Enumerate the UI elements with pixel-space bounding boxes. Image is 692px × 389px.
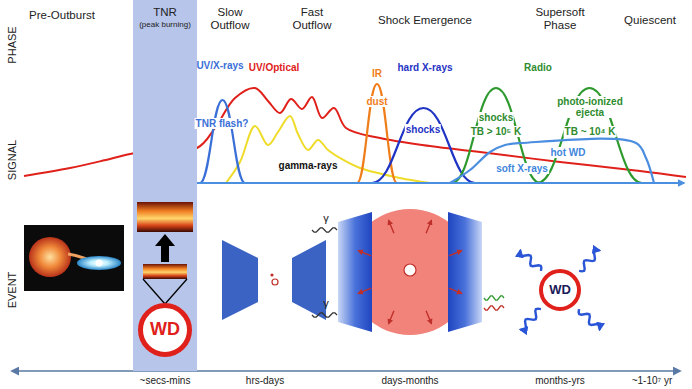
expansion-arrow bbox=[449, 288, 462, 293]
gamma-symbol: γ bbox=[323, 297, 329, 309]
expansion-arrow bbox=[449, 251, 462, 256]
timescale-label: hrs-days bbox=[246, 375, 284, 386]
xray-emission-arrow bbox=[520, 309, 541, 330]
xray-emission-arrow bbox=[579, 250, 600, 271]
expansion-arrow bbox=[389, 311, 394, 324]
phase-label: Shock Emergence bbox=[378, 14, 472, 27]
central-binary bbox=[270, 273, 273, 276]
circle-outline bbox=[141, 306, 190, 355]
expansion-arrow bbox=[426, 220, 431, 233]
central-binary bbox=[272, 279, 278, 285]
zoom-arrow bbox=[155, 234, 175, 262]
signal-label: soft X-rays bbox=[495, 163, 549, 174]
central-binary bbox=[404, 264, 416, 276]
timescale-label: ~secs-mins bbox=[140, 375, 191, 386]
signal-label: Radio bbox=[524, 62, 552, 73]
signal-label: gamma-rays bbox=[278, 160, 339, 171]
circle-outline bbox=[541, 271, 579, 309]
optical-photon bbox=[484, 306, 504, 310]
white-dwarf-circle: WD bbox=[538, 268, 582, 312]
phase-label: Quiescent bbox=[624, 14, 676, 27]
signal-label: TB > 10⁵ K bbox=[470, 126, 523, 137]
phase-label: TNR bbox=[133, 6, 197, 19]
signal-baseline bbox=[197, 182, 684, 184]
soft-xray-curve bbox=[450, 139, 654, 183]
expansion-arrow bbox=[389, 220, 394, 233]
radio-photon bbox=[484, 296, 504, 300]
outflow-cone bbox=[222, 240, 258, 320]
phase-label: Pre-Outburst bbox=[29, 9, 95, 22]
outflow-cone bbox=[292, 240, 326, 320]
tnr-band: TNR (peak burning) WD bbox=[133, 0, 197, 371]
node-label: WD bbox=[549, 283, 571, 297]
accretion-disk bbox=[77, 256, 121, 270]
phase-label: Slow Outflow bbox=[205, 6, 255, 31]
burning-layer bbox=[137, 202, 193, 232]
phase-sublabel: (peak burning) bbox=[133, 21, 197, 30]
gamma-photon bbox=[312, 313, 337, 317]
uv-xray-flash-curve bbox=[200, 100, 245, 183]
timescale-label: ~1-10⁷ yr bbox=[632, 375, 673, 386]
gamma-ray-curve bbox=[226, 116, 430, 183]
time-axis bbox=[12, 370, 680, 372]
signal-label: shocks bbox=[405, 124, 441, 135]
shock-layer bbox=[448, 212, 482, 332]
axis-label: PHASE bbox=[6, 26, 18, 63]
phase-label: Supersoft Phase bbox=[529, 6, 591, 31]
signal-label: photo-ionized ejecta bbox=[553, 96, 627, 118]
timescale-label: months-yrs bbox=[535, 375, 584, 386]
accretor-glow bbox=[96, 260, 103, 267]
signal-label: dust bbox=[365, 96, 388, 107]
gamma-photon bbox=[312, 228, 337, 232]
zoom-line bbox=[143, 279, 165, 304]
timescale-label: days-months bbox=[381, 375, 438, 386]
ir-dust-curve bbox=[357, 84, 397, 183]
xray-emission-arrow bbox=[520, 250, 541, 271]
expansion-arrow bbox=[426, 311, 431, 324]
signal-label: hard X-rays bbox=[397, 62, 452, 73]
gamma-symbol: γ bbox=[323, 212, 329, 224]
signal-label: UV/Optical bbox=[249, 62, 300, 73]
xray-emission-arrow bbox=[579, 309, 600, 330]
expansion-arrow bbox=[358, 251, 371, 256]
signal-label: shocks bbox=[478, 112, 514, 123]
axis-label: EVENT bbox=[6, 272, 18, 309]
signal-label: TB ~ 10⁴ K bbox=[564, 126, 617, 137]
signal-label: UV/X-rays bbox=[196, 60, 243, 71]
axis-label: SIGNAL bbox=[6, 140, 18, 180]
signal-label: IR bbox=[372, 68, 382, 79]
donor-star bbox=[29, 237, 71, 277]
signal-label: hot WD bbox=[550, 147, 587, 158]
signal-label: TNR flash? bbox=[195, 118, 250, 129]
expansion-arrow bbox=[358, 288, 371, 293]
phase-label: Fast Outflow bbox=[287, 6, 337, 31]
shock-layer bbox=[338, 212, 372, 332]
node-label: WD bbox=[150, 320, 180, 340]
burning-layer bbox=[143, 264, 187, 279]
white-dwarf-circle: WD bbox=[137, 302, 193, 358]
binary-image bbox=[24, 225, 124, 291]
radio-ejecta-curve bbox=[537, 88, 642, 183]
hard-xray-curve bbox=[372, 108, 475, 183]
zoom-line bbox=[165, 279, 187, 304]
optical-light-curve bbox=[24, 88, 686, 177]
